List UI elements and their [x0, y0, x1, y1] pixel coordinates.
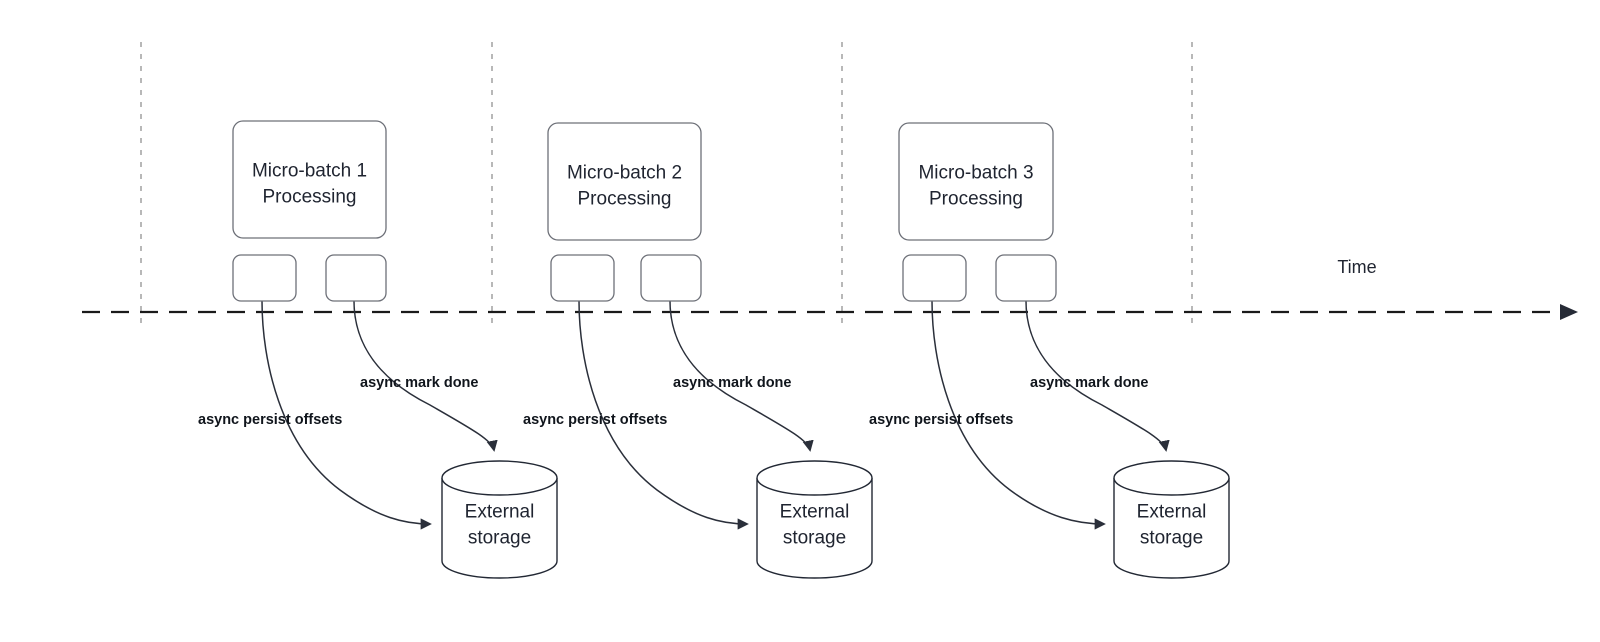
async-mark-done-edge-3 — [1025, 300, 1170, 452]
async-mark-done-label-1: async mark done — [360, 375, 478, 391]
micro-batch-box-label-line1-3: Micro-batch 3 — [918, 163, 1033, 184]
external-storage-label-line2-3: storage — [1140, 528, 1203, 549]
external-storage-label-line1-3: External — [1137, 502, 1207, 523]
external-storage-label-line2-1: storage — [468, 528, 531, 549]
micro-batch-box-label-line1-1: Micro-batch 1 — [252, 161, 367, 182]
micro-batch-box-label-line2-3: Processing — [929, 189, 1023, 210]
async-mark-done-edge-1 — [353, 300, 498, 452]
external-storage-cylinder-top-2 — [756, 460, 873, 496]
persist-offsets-task-1[interactable] — [232, 254, 297, 302]
external-storage-cylinder-top-1 — [441, 460, 558, 496]
async-mark-done-edge-2 — [669, 300, 814, 452]
async-persist-offsets-edge-2 — [578, 300, 749, 530]
persist-offsets-task-2[interactable] — [550, 254, 615, 302]
micro-batch-box-3[interactable] — [898, 122, 1054, 241]
external-storage-label-line1-1: External — [465, 502, 535, 523]
micro-batch-box-1[interactable] — [232, 120, 387, 239]
external-storage-label-line2-2: storage — [783, 528, 846, 549]
persist-offsets-task-3[interactable] — [902, 254, 967, 302]
micro-batch-box-label-line2-2: Processing — [578, 189, 672, 210]
async-persist-offsets-edge-1 — [261, 300, 432, 530]
external-storage-cylinder-body-2[interactable] — [756, 478, 873, 579]
edge-labels-group: async persist offsets async mark done asyn… — [198, 375, 1148, 428]
external-storage-cylinder-top-3 — [1113, 460, 1230, 496]
edges-group — [261, 300, 1170, 530]
micro-batch-box-label-line2-1: Processing — [263, 187, 357, 208]
time-axis-label: Time — [1337, 257, 1376, 277]
async-mark-done-label-2: async mark done — [673, 375, 791, 391]
async-persist-offsets-label-1: async persist offsets — [198, 412, 342, 428]
async-mark-done-label-3: async mark done — [1030, 375, 1148, 391]
tick-lines-group — [140, 42, 1193, 330]
axis-label-group: Time — [1337, 257, 1376, 277]
mark-done-task-2[interactable] — [640, 254, 702, 302]
async-persist-offsets-edge-3 — [931, 300, 1106, 530]
micro-batch-box-2[interactable] — [547, 122, 702, 241]
external-storage-label-line1-2: External — [780, 502, 850, 523]
external-storage-cylinder-body-1[interactable] — [441, 478, 558, 579]
time-axis-arrowhead — [1560, 304, 1578, 320]
mark-done-task-1[interactable] — [325, 254, 387, 302]
async-persist-offsets-label-2: async persist offsets — [523, 412, 667, 428]
mark-done-task-3[interactable] — [995, 254, 1057, 302]
async-persist-offsets-label-3: async persist offsets — [869, 412, 1013, 428]
external-storage-cylinder-body-3[interactable] — [1113, 478, 1230, 579]
micro-batch-box-label-line1-2: Micro-batch 2 — [567, 163, 682, 184]
timeline-group — [82, 304, 1578, 320]
